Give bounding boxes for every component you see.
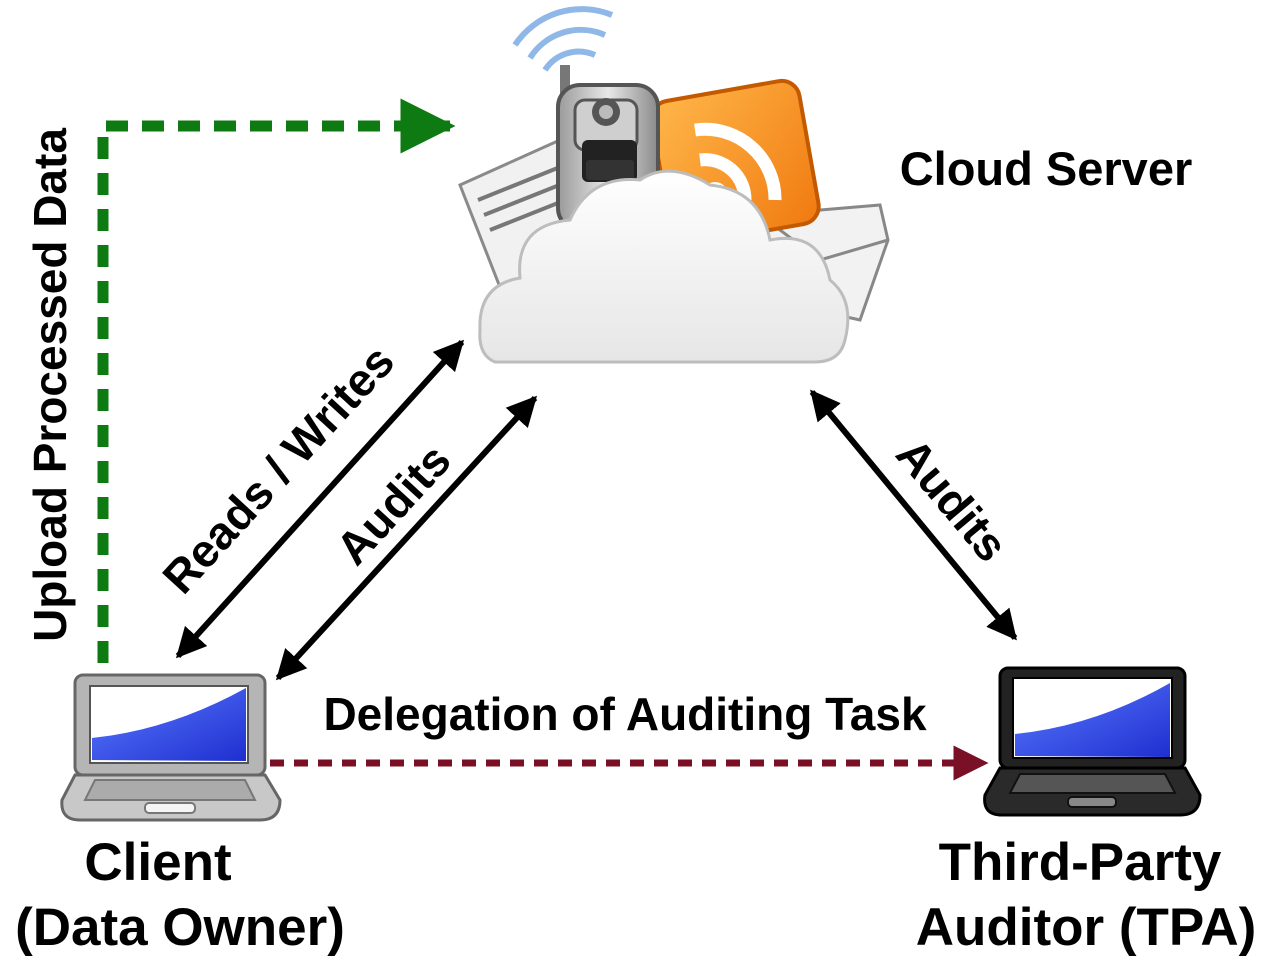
client-laptop-icon — [60, 673, 282, 822]
cloud-server-label: Cloud Server — [900, 142, 1193, 195]
client-label: Client — [84, 833, 231, 892]
delegation-label: Delegation of Auditing Task — [323, 688, 927, 740]
wifi-signal-icon — [512, 6, 614, 72]
tpa-sublabel: Auditor (TPA) — [916, 898, 1257, 957]
upload-data-label: Upload Processed Data — [24, 128, 76, 642]
tpa-audits-arrow — [809, 389, 1018, 641]
tpa-laptop-icon — [983, 666, 1202, 817]
client-sublabel: (Data Owner) — [15, 898, 345, 957]
tpa-audits-label: Audits — [886, 428, 1018, 571]
tpa-label: Third-Party — [939, 833, 1222, 892]
upload-data-arrow — [97, 98, 456, 663]
cloud-icon — [478, 169, 850, 364]
cloud-server-icon — [458, 6, 890, 364]
client-audits-arrow — [275, 395, 538, 681]
